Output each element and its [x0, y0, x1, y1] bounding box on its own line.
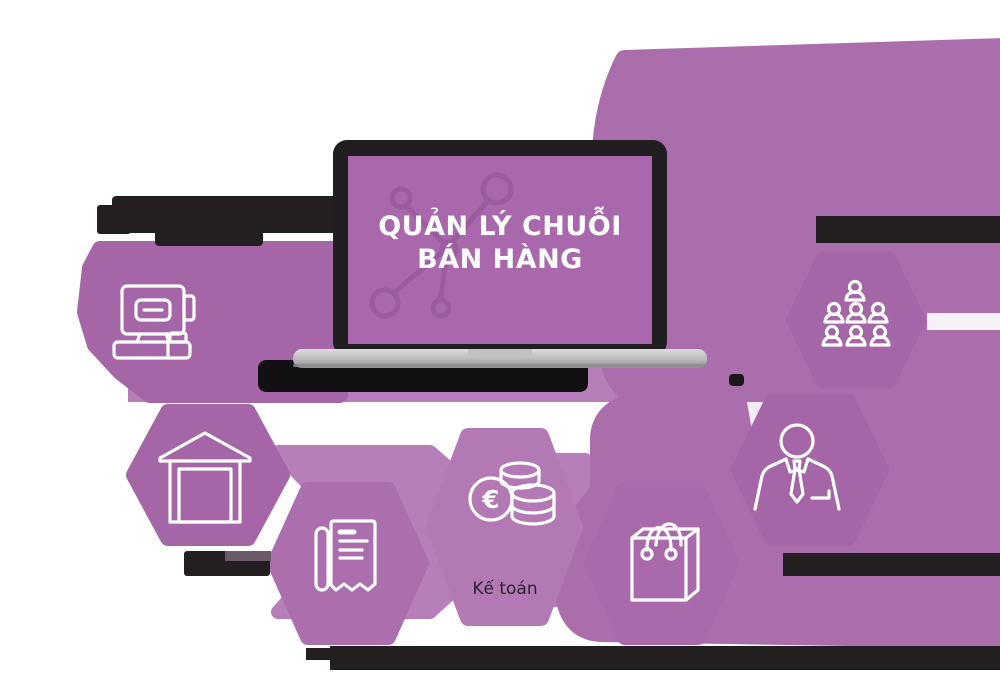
- pos-terminal-icon: [112, 284, 196, 360]
- laptop-base: [293, 349, 707, 368]
- redacted-label-businessman: [783, 553, 1000, 576]
- coins-icon: €: [468, 461, 556, 526]
- hexagon-accounting: [426, 428, 583, 626]
- hexagon-team: [786, 251, 926, 389]
- redacted-labels: [97, 196, 1000, 670]
- laptop: [293, 140, 707, 368]
- hexagon-businessman: [731, 394, 889, 546]
- laptop-shadow-dot: [729, 374, 744, 386]
- redacted-label-bottom: [330, 646, 1000, 670]
- redacted-label-top-right: [816, 216, 1000, 243]
- hexagon-receipt: [267, 482, 429, 645]
- light-bar-right-edge: [927, 313, 1000, 330]
- receipt-icon: [314, 519, 377, 592]
- redacted-label-bottom-nub: [306, 648, 331, 660]
- shopping-bag-icon: [630, 522, 700, 602]
- euro-symbol: €: [481, 485, 499, 514]
- hexagon-warehouse: [126, 404, 290, 546]
- hexagon-shopping-bag: [584, 482, 739, 645]
- businessman-icon: [753, 423, 841, 511]
- network-icon: [369, 172, 514, 319]
- warehouse-icon: [158, 431, 252, 524]
- redacted-label-top-left-c: [155, 228, 263, 246]
- laptop-base-notch: [468, 349, 532, 358]
- laptop-base-edge: [293, 364, 707, 367]
- redacted-label-top-left-b: [112, 196, 345, 233]
- redacted-label-warehouse-fragment: [225, 551, 271, 561]
